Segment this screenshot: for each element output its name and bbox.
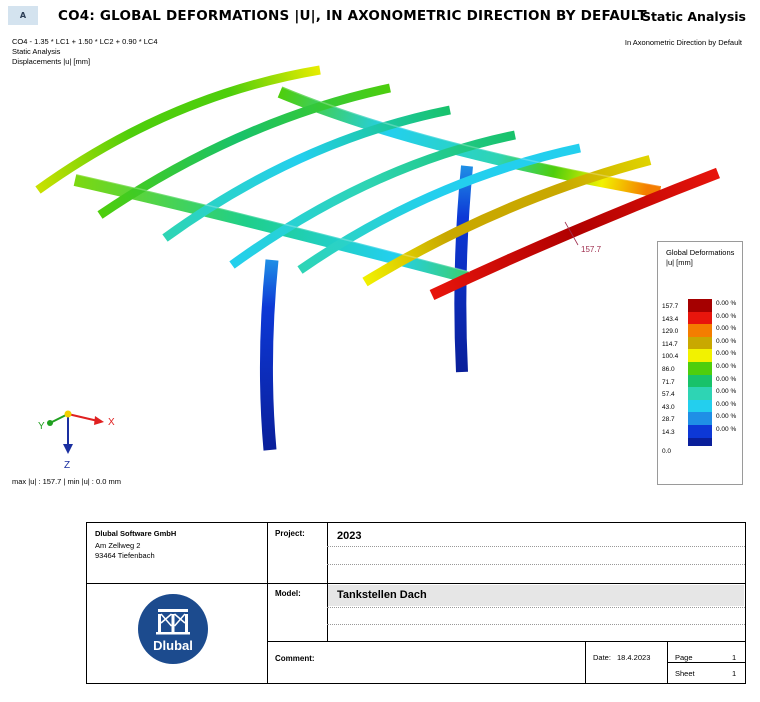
company-city: 93464 Tiefenbach	[95, 551, 155, 560]
legend-row: 157.7 0.00 %	[658, 299, 742, 313]
purlin-7	[429, 167, 720, 300]
axis-triad: X Y Z	[38, 410, 115, 471]
y-axis-label: Y	[38, 421, 45, 432]
date-label: Date:	[593, 653, 611, 662]
legend-percent: 0.00 %	[716, 325, 737, 333]
comment-label: Comment:	[275, 654, 315, 663]
legend-row: 43.0 0.00 %	[658, 399, 742, 413]
legend-value: 28.7	[662, 416, 675, 424]
legend-row: 28.7 0.00 %	[658, 412, 742, 426]
report-badge: A	[8, 6, 38, 25]
title-block: Dlubal Software GmbH Am Zellweg 2 93464 …	[86, 522, 746, 684]
legend-value: 114.7	[662, 340, 678, 348]
page-value: 1	[732, 653, 737, 662]
legend-title-line1: Global Deformations	[666, 248, 735, 257]
result-info: CO4 - 1.35 * LC1 + 1.50 * LC2 + 0.90 * L…	[12, 37, 158, 67]
legend-row: 100.4 0.00 %	[658, 349, 742, 363]
page-title: CO4: GLOBAL DEFORMATIONS |U|, IN AXONOME…	[58, 8, 647, 24]
max-min-summary: max |u| : 157.7 | min |u| : 0.0 mm	[12, 477, 121, 486]
logo-text: Dlubal	[153, 638, 193, 653]
load-combination: CO4 - 1.35 * LC1 + 1.50 * LC2 + 0.90 * L…	[12, 37, 158, 46]
legend-row: 71.7 0.00 %	[658, 374, 742, 388]
model-value: Tankstellen Dach	[337, 589, 427, 601]
legend-swatch	[688, 362, 712, 376]
purlin-1	[35, 65, 321, 194]
legend-percent: 0.00 %	[716, 426, 737, 433]
analysis-type-label: Static Analysis	[641, 9, 746, 24]
legend-percent: 0.00 %	[716, 312, 737, 320]
legend-swatch	[688, 336, 712, 350]
legend-row: 143.4 0.00 %	[658, 311, 742, 325]
legend-row: 114.7 0.00 %	[658, 336, 742, 350]
column-left	[259, 259, 279, 451]
max-leader-line	[564, 221, 579, 246]
page-label: Page	[675, 653, 693, 662]
legend-value: 157.7	[662, 303, 679, 310]
x-axis-label: X	[108, 417, 115, 428]
legend-swatch	[688, 324, 712, 338]
structure-model[interactable]: 157.7 X Y Z	[0, 0, 760, 520]
result-quantity: Displacements |u| [mm]	[12, 57, 91, 66]
view-direction: In Axonometric Direction by Default	[624, 38, 742, 47]
legend-swatch	[688, 399, 712, 413]
legend-swatch	[688, 349, 712, 363]
z-axis-label: Z	[64, 460, 70, 471]
legend-percent: 0.00 %	[716, 388, 737, 396]
legend-row: 57.4 0.00 %	[658, 387, 742, 401]
legend-value: 143.4	[662, 315, 679, 323]
analysis-label: Static Analysis	[12, 47, 61, 56]
legend-swatch	[688, 311, 712, 325]
legend-row: 129.0 0.00 %	[658, 324, 742, 338]
date-value: 18.4.2023	[617, 653, 651, 662]
legend-value: 71.7	[662, 378, 675, 386]
legend-value: 129.0	[662, 328, 679, 336]
purlin-3	[162, 105, 451, 242]
dlubal-logo: Dlubal	[138, 594, 208, 664]
legend-swatch	[688, 387, 712, 401]
max-value-label: 157.7	[581, 245, 602, 254]
legend-value: 100.4	[662, 353, 679, 361]
sheet-label: Sheet	[675, 669, 695, 678]
legend-swatch-min	[688, 437, 712, 446]
legend-row: 14.3 0.00 %	[658, 425, 742, 439]
legend-value: 57.4	[662, 391, 675, 399]
legend-percent: 0.00 %	[716, 350, 737, 358]
purlin-5	[297, 143, 581, 274]
color-legend: Global Deformations |u| [mm] 157.7 0.00 %…	[657, 241, 743, 485]
project-label: Project:	[275, 529, 305, 538]
purlin-4	[229, 130, 516, 269]
purlin-6	[362, 155, 652, 287]
legend-min-value: 0.0	[662, 448, 672, 455]
company-name: Dlubal Software GmbH	[95, 529, 177, 538]
legend-percent: 0.00 %	[716, 375, 737, 383]
legend-percent: 0.00 %	[716, 337, 737, 345]
legend-swatch	[688, 425, 712, 439]
company-street: Am Zellweg 2	[95, 541, 141, 550]
legend-row: 86.0 0.00 %	[658, 362, 742, 376]
legend-percent: 0.00 %	[716, 300, 737, 307]
legend-title-line2: |u| [mm]	[666, 258, 693, 267]
legend-swatch	[688, 374, 712, 388]
legend-value: 14.3	[662, 429, 675, 436]
beam-back-flange	[279, 85, 661, 187]
project-value: 2023	[337, 530, 362, 542]
legend-value: 43.0	[662, 403, 675, 411]
sheet-value: 1	[732, 669, 737, 678]
legend-swatch	[688, 299, 712, 313]
model-label: Model:	[275, 589, 301, 598]
legend-swatch	[688, 412, 712, 426]
legend-title: Global Deformations |u| [mm]	[666, 248, 734, 268]
legend-value: 86.0	[662, 366, 675, 373]
purlin-2	[97, 83, 391, 219]
beam-front-flange	[74, 173, 471, 273]
legend-percent: 0.00 %	[716, 363, 737, 370]
legend-percent: 0.00 %	[716, 413, 737, 421]
legend-percent: 0.00 %	[716, 400, 737, 408]
